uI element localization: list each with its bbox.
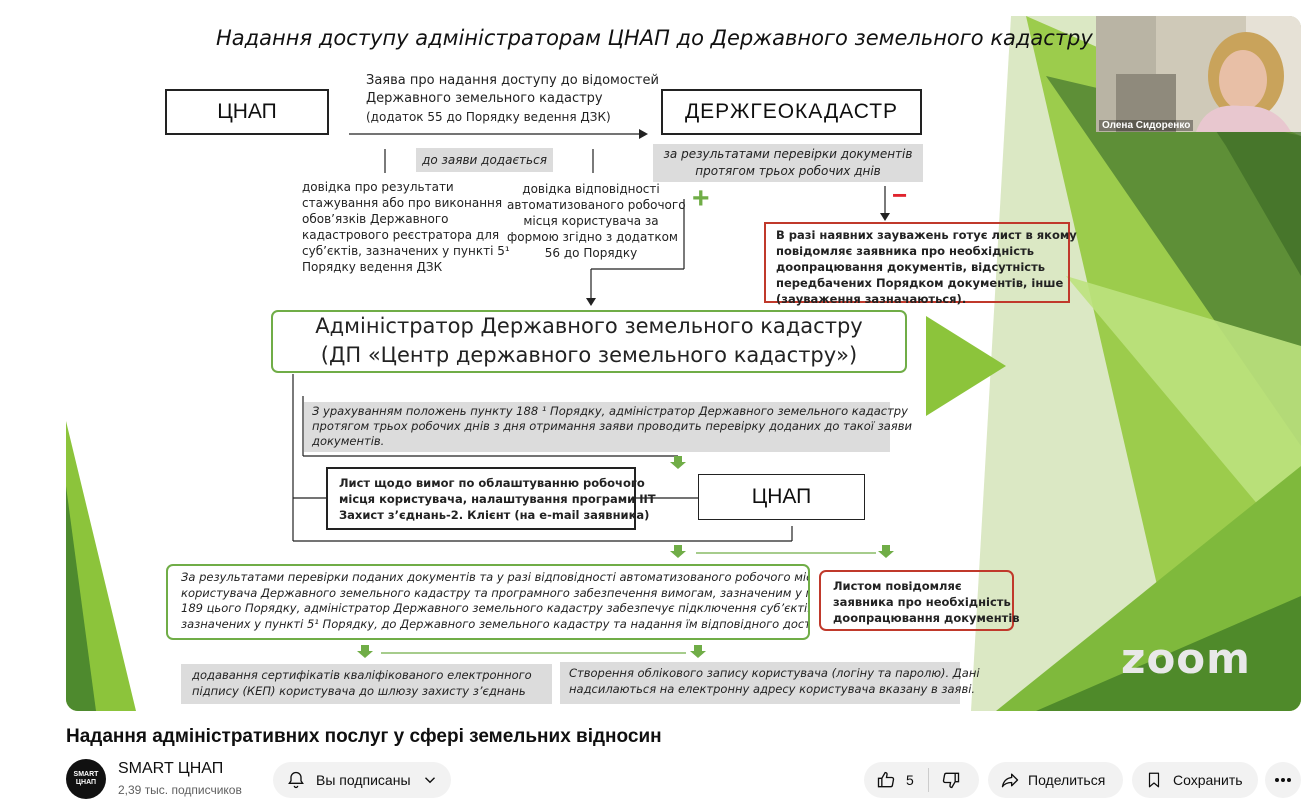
letter-box: Лист щодо вимог по облаштуванню робочого… xyxy=(326,467,656,530)
slide-title: Надання доступу адміністраторам ЦНАП до … xyxy=(216,26,1093,50)
video-title: Надання адміністративних послуг у сфері … xyxy=(66,726,662,747)
like-button[interactable]: 5 xyxy=(864,762,914,798)
save-button[interactable]: Сохранить xyxy=(1132,762,1258,798)
bookmark-icon xyxy=(1148,772,1160,788)
share-icon xyxy=(1001,773,1019,788)
like-count: 5 xyxy=(906,772,914,788)
subscribed-button[interactable]: Вы подписаны xyxy=(273,762,451,798)
avatar-text: ЦНАП xyxy=(75,779,97,786)
letter-line: Лист щодо вимог по облаштуванню робочого xyxy=(339,476,645,490)
administrator-line: (ДП «Центр державного земельного кадастр… xyxy=(320,343,858,367)
check-line: протягом трьох робочих днів з дня отрима… xyxy=(312,419,912,433)
remarks-box: В разі наявних зауважень готує лист в як… xyxy=(764,222,1077,306)
more-actions-button[interactable] xyxy=(1265,762,1301,798)
participant-image xyxy=(1096,16,1301,132)
review-label: за результатами перевірки документів про… xyxy=(653,144,923,182)
check-line: документів. xyxy=(312,434,385,448)
review-line: протягом трьох робочих днів xyxy=(695,164,881,178)
doc1-text: довідка про результати стажування або пр… xyxy=(302,179,510,275)
cnap-box-mid: ЦНАП xyxy=(698,474,865,520)
certificate-line: підпису (КЕП) користувача до шлюзу захис… xyxy=(192,684,526,698)
result-line: користувача Державного земельного кадаст… xyxy=(181,585,810,600)
result-line: зазначених у пункті 5¹ Порядку, до Держа… xyxy=(181,616,810,631)
video-player[interactable]: Надання доступу адміністраторам ЦНАП до … xyxy=(66,16,1301,711)
subscriber-count: 2,39 тыс. подписчиков xyxy=(118,783,242,797)
check-line: З урахуванням положень пункту 188 ¹ Поря… xyxy=(312,404,908,418)
application-line: (додаток 55 до Порядку ведення ДЗК) xyxy=(366,110,611,124)
administrator-line: Адміністратор Державного земельного када… xyxy=(315,314,863,338)
thumbs-down-icon xyxy=(942,772,959,789)
more-icon xyxy=(1275,778,1291,782)
doc2-text: довідка відповідності автоматизованого р… xyxy=(507,181,686,261)
slide-decoration xyxy=(66,16,1301,711)
remarks-line: В разі наявних зауважень готує лист в як… xyxy=(776,228,1077,242)
doc2-line: довідка відповідності xyxy=(522,182,660,196)
channel-avatar[interactable]: SMART ЦНАП xyxy=(66,759,106,799)
doc1-line: обов’язків Державного xyxy=(302,212,449,226)
remarks-line: передбачених Порядком документів, інше xyxy=(776,276,1064,290)
doc1-line: суб’єктів, зазначених у пункті 5¹ xyxy=(302,244,510,258)
share-label: Поделиться xyxy=(1028,772,1106,788)
save-label: Сохранить xyxy=(1173,772,1243,788)
doc1-line: кадастрового реєстратора для xyxy=(302,228,500,242)
notify-line: Листом повідомляє xyxy=(833,579,962,593)
account-box: Створення облікового запису користувача … xyxy=(560,662,980,704)
account-line: надсилаються на електронну адресу корист… xyxy=(569,682,976,696)
review-line: за результатами перевірки документів xyxy=(663,147,913,161)
notify-box: Листом повідомляє заявника про необхідні… xyxy=(819,570,1020,631)
share-button[interactable]: Поделиться xyxy=(988,762,1123,798)
doc1-line: довідка про результати xyxy=(302,180,454,194)
doc2-line: місця користувача за xyxy=(523,214,659,228)
like-divider xyxy=(927,768,929,792)
certificate-line: додавання сертифікатів кваліфікованого е… xyxy=(192,668,532,682)
administrator-box: Адміністратор Державного земельного када… xyxy=(271,310,907,373)
letter-line: Захист з’єднань-2. Клієнт (на e-mail зая… xyxy=(339,508,650,522)
doc2-line: 56 до Порядку xyxy=(544,246,638,260)
notify-line: доопрацювання документів xyxy=(833,611,1020,625)
remarks-line: (зауваження зазначаються). xyxy=(776,292,967,306)
dislike-button[interactable] xyxy=(929,762,961,798)
participant-video: Олена Сидоренко xyxy=(1096,16,1301,132)
presentation-slide: Надання доступу адміністраторам ЦНАП до … xyxy=(66,16,1301,711)
avatar-text: SMART xyxy=(73,771,99,778)
like-dislike-group: 5 xyxy=(864,762,979,798)
cnap-box-top: ЦНАП xyxy=(165,89,329,135)
remarks-line: доопрацювання документів, відсутність xyxy=(776,260,1046,274)
attached-label: до заяви додається xyxy=(416,148,553,172)
subscribed-label: Вы подписаны xyxy=(316,772,411,788)
result-line: За результатами перевірки поданих докуме… xyxy=(181,570,810,584)
letter-line: місця користувача, налаштування програми… xyxy=(339,492,656,506)
application-line: Державного земельного кадастру xyxy=(366,91,603,106)
application-text: Заява про надання доступу до відомостей … xyxy=(366,72,659,126)
participant-name: Олена Сидоренко xyxy=(1099,120,1194,131)
account-line: Створення облікового запису користувача … xyxy=(569,666,980,680)
plus-sign: + xyxy=(692,182,710,215)
result-box: За результатами перевірки поданих докуме… xyxy=(166,564,810,640)
certificate-box: додавання сертифікатів кваліфікованого е… xyxy=(181,664,552,704)
zoom-watermark: zoom xyxy=(1121,634,1251,683)
doc1-line: стажування або про виконання xyxy=(302,196,503,210)
doc2-line: формою згідно з додатком xyxy=(507,230,678,244)
minus-sign: − xyxy=(892,180,908,210)
notify-line: заявника про необхідність xyxy=(833,595,1011,609)
thumbs-up-icon xyxy=(877,771,895,788)
bell-icon xyxy=(288,771,304,789)
doc2-line: автоматизованого робочого xyxy=(507,198,686,212)
application-line: Заява про надання доступу до відомостей xyxy=(366,73,659,88)
dzhgeokadastr-box: ДЕРЖГЕОКАДАСТР xyxy=(661,89,922,135)
remarks-line: повідомляє заявника про необхідність xyxy=(776,244,1035,258)
doc1-line: Порядку ведення ДЗК xyxy=(302,260,443,274)
result-line: 189 цього Порядку, адміністратор Державн… xyxy=(181,601,810,615)
channel-name[interactable]: SMART ЦНАП xyxy=(118,760,224,777)
chevron-down-icon xyxy=(424,777,435,784)
check-box: З урахуванням положень пункту 188 ¹ Поря… xyxy=(304,402,912,452)
